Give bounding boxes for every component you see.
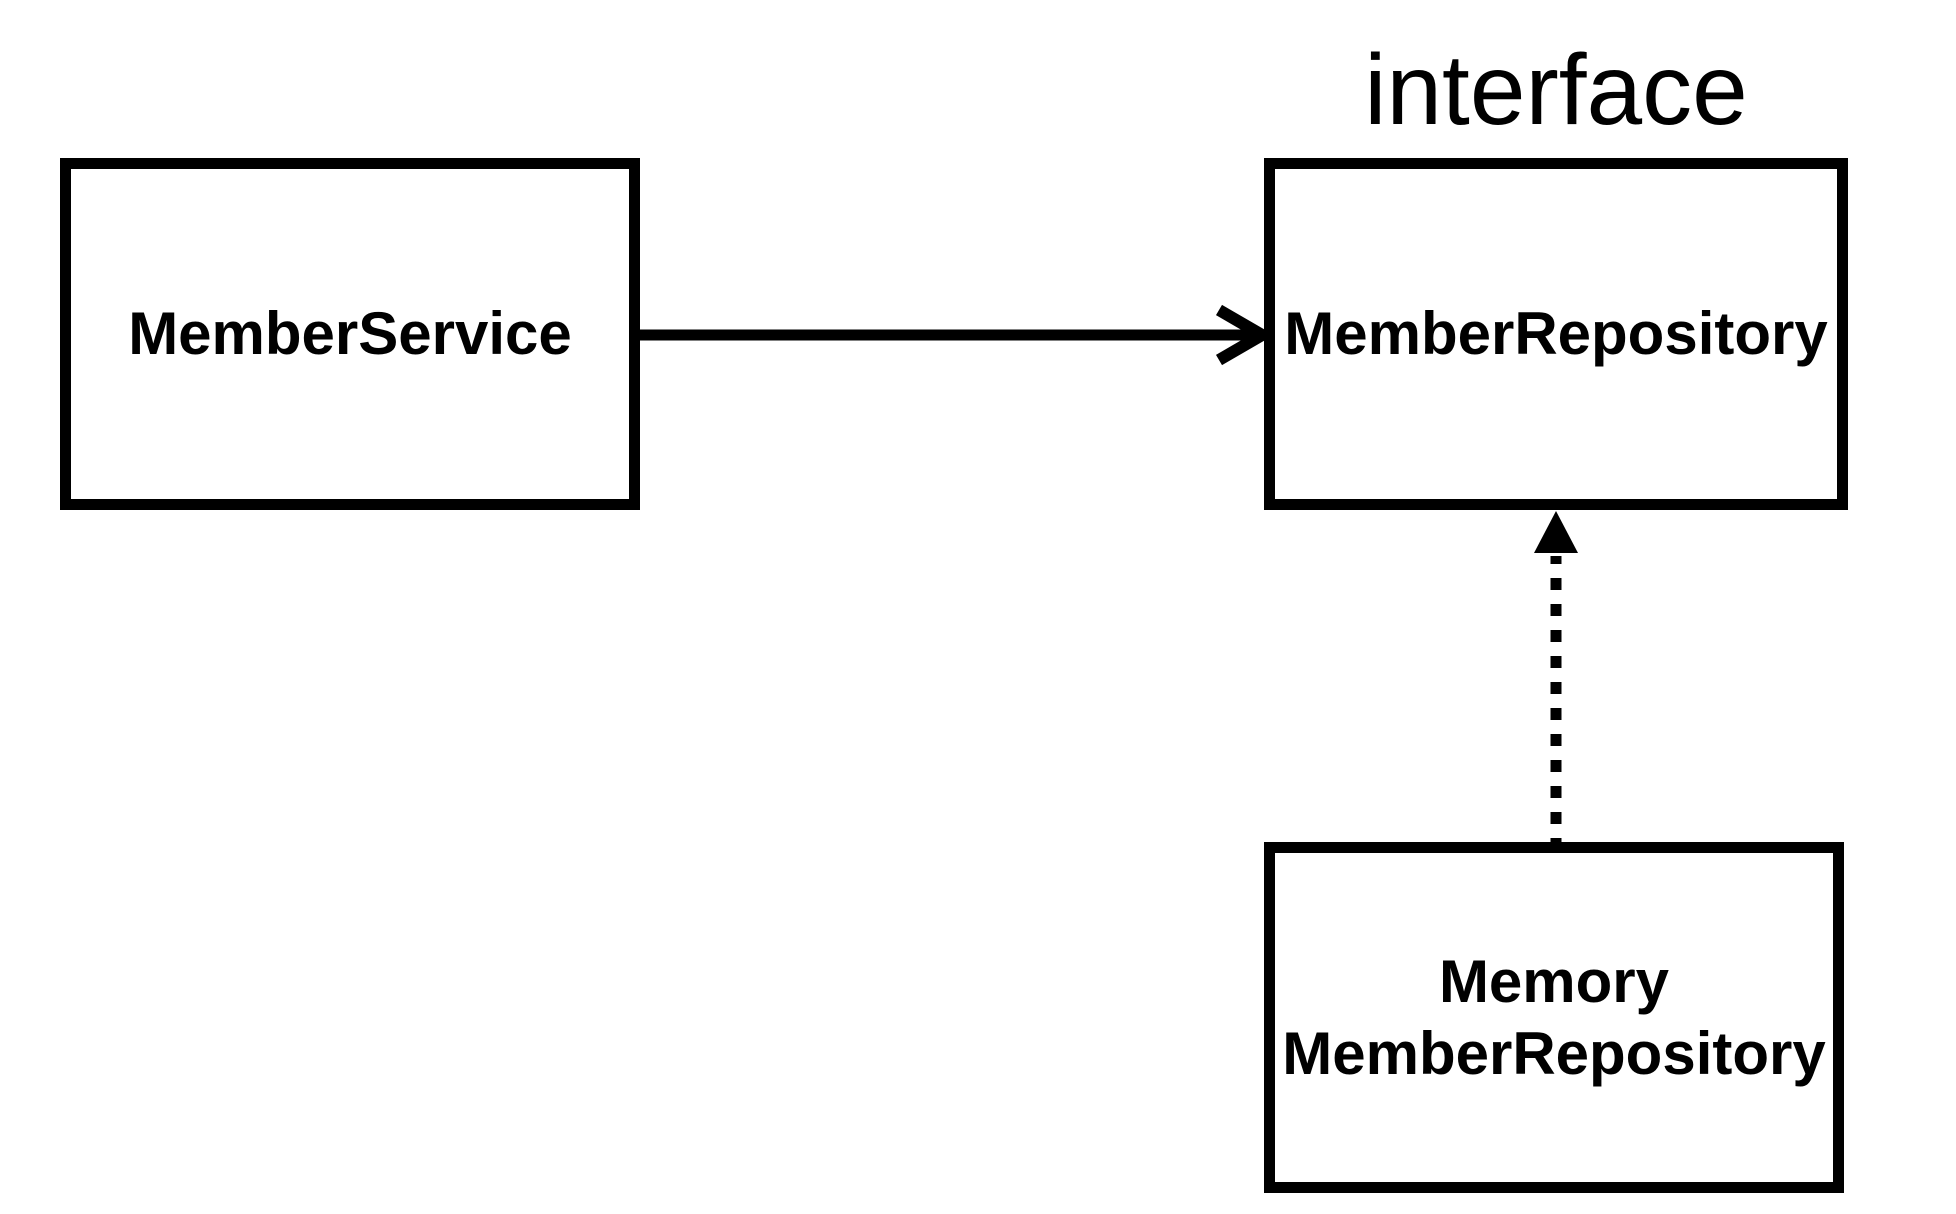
node-member-service: MemberService [60,158,640,510]
node-member-service-label: MemberService [128,300,572,367]
node-member-repository: MemberRepository [1264,158,1848,510]
solid-arrow [600,304,1274,366]
interface-stereotype-label: interface [1364,34,1748,146]
dashed-arrow [1534,511,1578,850]
node-member-repository-label: MemberRepository [1284,300,1828,367]
node-memory-member-repository: Memory MemberRepository [1264,842,1844,1193]
node-memory-member-repository-label: Memory MemberRepository [1282,947,1826,1087]
